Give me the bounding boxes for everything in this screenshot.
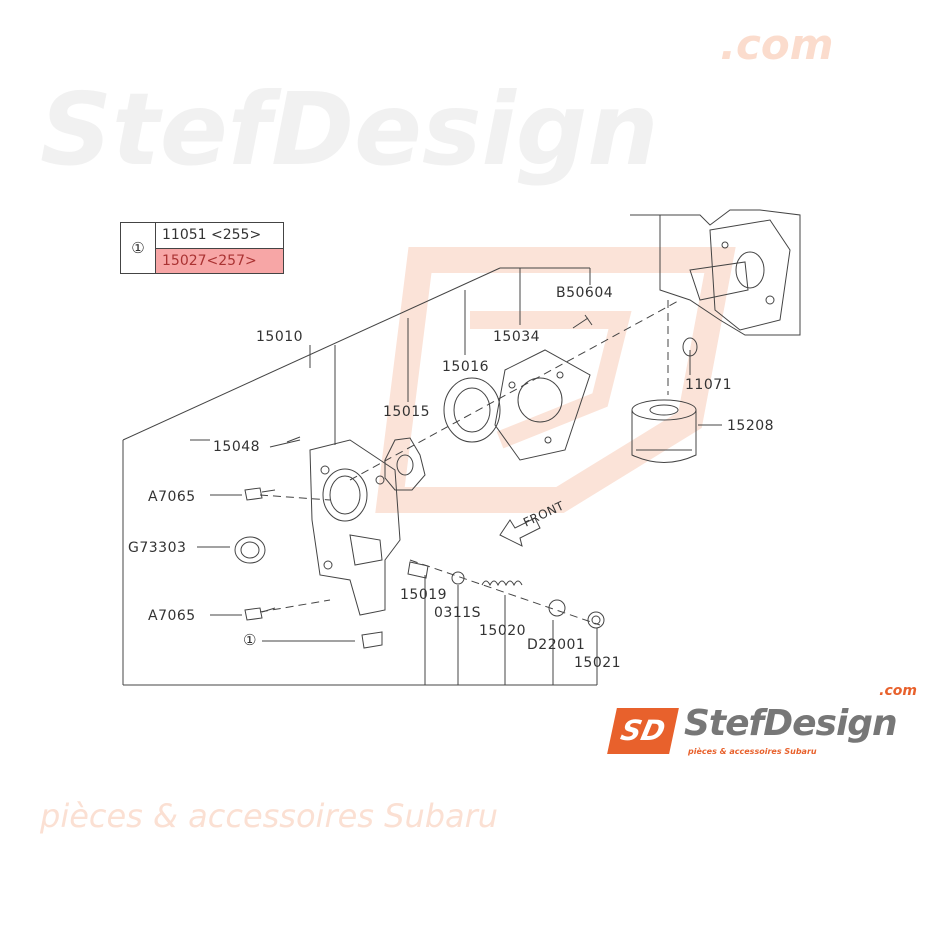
pin-15048 [286,436,301,443]
oil-seal-g73303 [234,536,266,564]
part-label-15020[interactable]: 15020 [479,623,527,639]
leader-frame [122,267,722,686]
part-label-b50604[interactable]: B50604 [556,285,614,301]
part-label-11071[interactable]: 11071 [685,377,733,393]
watermark-domain: .com [720,20,834,69]
pump-body [309,439,401,616]
oil-filter [631,399,697,463]
washer-0311s [451,571,465,585]
part-label-0311s[interactable]: 0311S [434,605,482,621]
part-label-d22001[interactable]: D22001 [527,637,586,653]
plug-d22001 [548,599,566,617]
watermark-brand: StefDesign [40,71,659,188]
part-label-a7065-bottom[interactable]: A7065 [148,608,196,624]
part-label-15034[interactable]: 15034 [493,329,541,345]
front-arrow-icon [499,517,541,547]
part-label-15208[interactable]: 15208 [727,418,775,434]
plug-15021 [587,611,605,629]
legend-symbol: ① [121,223,156,273]
logo-brand: StefDesign [684,703,898,744]
part-label-g73303[interactable]: G73303 [128,540,187,556]
outer-rotor [443,377,501,443]
legend-row[interactable]: 11051 <255> [162,227,262,244]
watermark-tagline: pièces & accessoires Subaru [40,797,499,835]
stefdesign-logo: SD .com StefDesign pièces & accessoires … [607,684,917,760]
relief-valve-15019 [407,561,429,579]
part-label-15048[interactable]: 15048 [213,439,261,455]
inner-rotor [384,437,426,491]
part-label-a7065-top[interactable]: A7065 [148,489,196,505]
logo-tagline: pièces & accessoires Subaru [688,747,817,756]
plug [361,631,383,649]
pump-cover [494,349,591,461]
part-label-15019[interactable]: 15019 [400,587,448,603]
bolt-a7065-bottom [244,607,276,621]
part-label-15015[interactable]: 15015 [383,404,431,420]
reference-legend: ① 11051 <255> 15027<257> [120,222,284,274]
bolt-a7065-top [244,487,276,501]
engine-block [630,209,801,336]
logo-domain: .com [879,683,917,699]
legend-row-highlighted[interactable]: 15027<257> [156,247,283,273]
part-label-15016[interactable]: 15016 [442,359,490,375]
reference-1-marker[interactable]: ① [243,631,257,649]
part-label-15021[interactable]: 15021 [574,655,622,671]
o-ring-11071 [682,337,698,357]
spring-15020 [481,580,523,587]
screw-b50604 [572,314,593,329]
logo-mark: SD [607,708,679,754]
part-label-15010[interactable]: 15010 [256,329,304,345]
